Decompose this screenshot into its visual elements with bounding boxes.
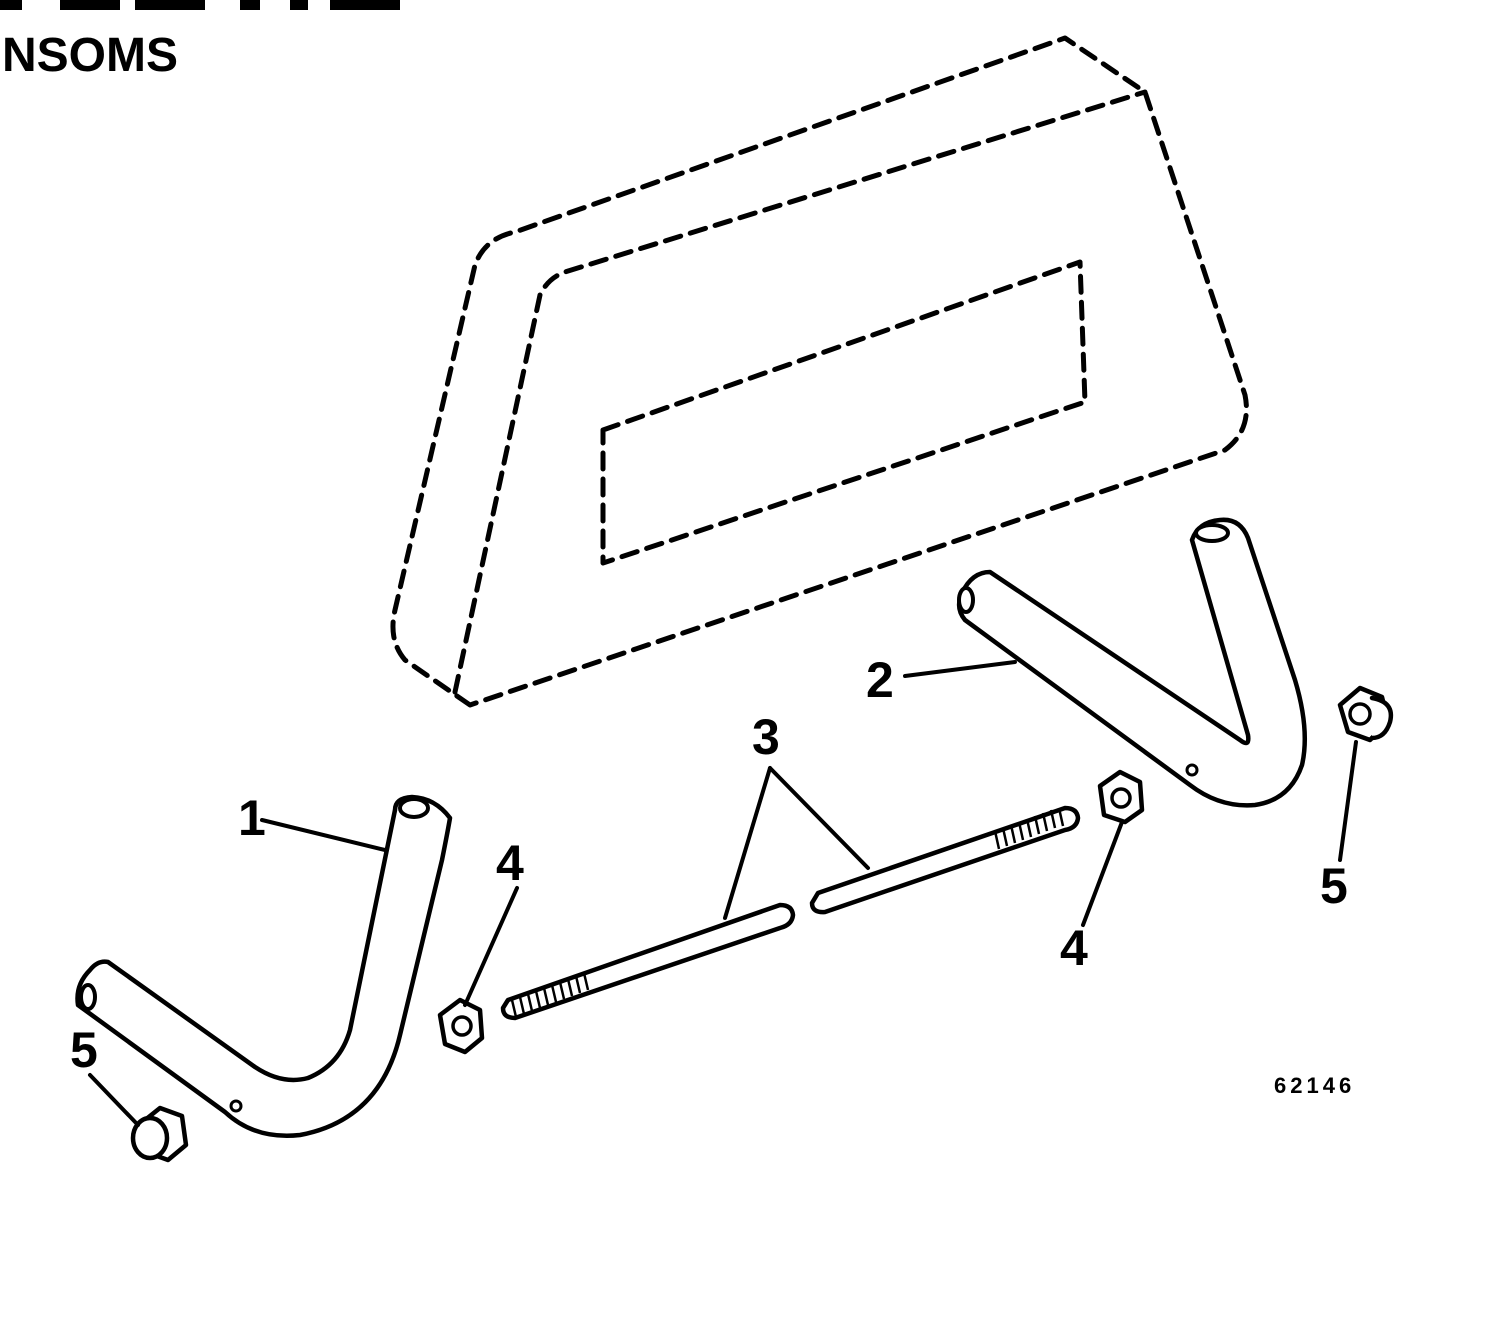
- header-subtitle: NSOMS: [2, 29, 179, 82]
- leader-lines: [88, 660, 1358, 1127]
- cap-nut-left: [130, 1105, 189, 1163]
- hex-nut-right: [1097, 769, 1145, 825]
- callout-5-right: 5: [1320, 858, 1348, 914]
- threaded-rod-right: [809, 805, 1081, 915]
- callout-4-right: 4: [1060, 920, 1088, 976]
- callout-3: 3: [752, 709, 780, 765]
- callout-2: 2: [866, 652, 894, 708]
- threaded-rod-left: [500, 902, 796, 1021]
- cut-title-fragment: [0, 0, 400, 10]
- transom-pad-outline: [390, 35, 1249, 708]
- callout-5-left: 5: [70, 1022, 98, 1078]
- cap-nut-right: [1337, 685, 1394, 743]
- bracket-left: [75, 794, 453, 1138]
- drawing-part-number: 62146: [1274, 1073, 1355, 1098]
- header-cut-title: [0, 0, 420, 12]
- bracket-right: [956, 517, 1307, 808]
- callout-4-left: 4: [496, 835, 524, 891]
- callout-1: 1: [238, 790, 266, 846]
- hex-nut-left: [437, 997, 485, 1055]
